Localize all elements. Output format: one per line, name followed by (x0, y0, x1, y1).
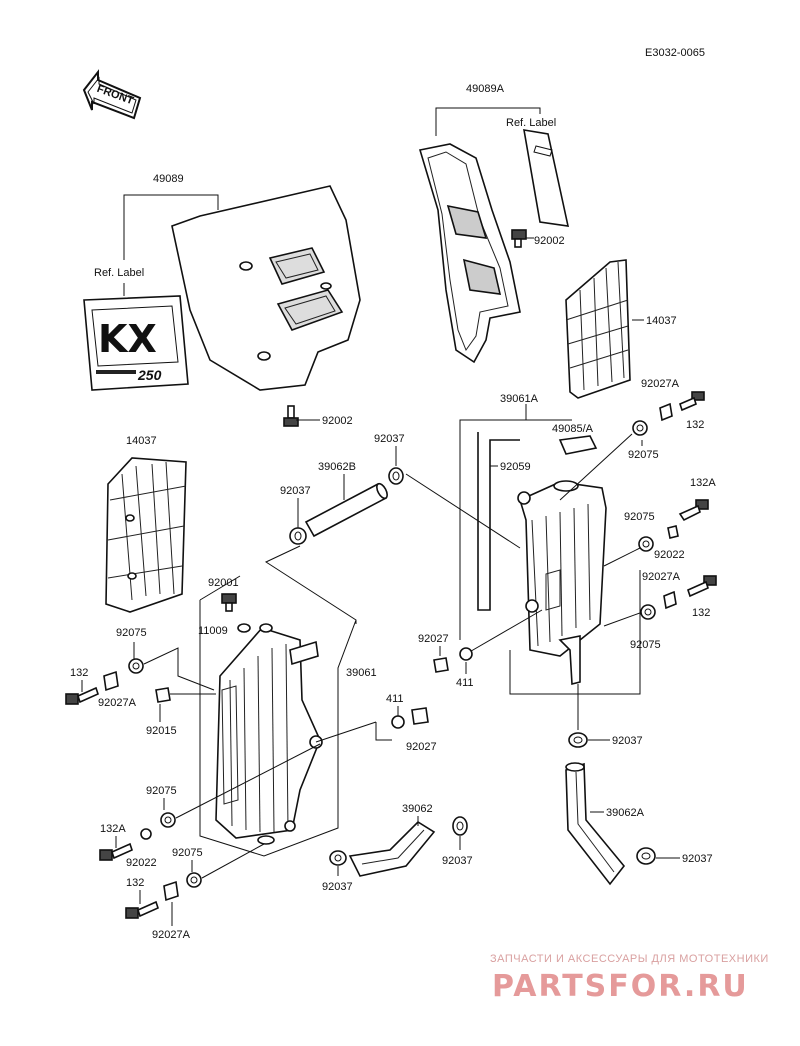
label-132-left: 132 (70, 667, 88, 679)
label-132-bottom-left: 132 (126, 877, 144, 889)
clamp-92037-bottom-right (636, 847, 656, 865)
label-39062B: 39062B (318, 461, 356, 473)
label-92037-bottom-right: 92037 (682, 853, 713, 865)
bolt-92002-left (283, 405, 299, 427)
label-49089-ref: Ref. Label (94, 267, 144, 279)
radiator-right (517, 480, 607, 686)
label-92015: 92015 (146, 725, 177, 737)
hose-39062 (348, 820, 436, 877)
bolt-132-mid-right (687, 575, 717, 598)
hose-39062A (565, 762, 626, 886)
cap-92001 (221, 593, 237, 612)
grommet-92075-top-right (632, 420, 648, 436)
nut-92022-right (667, 525, 679, 539)
label-92075-left: 92075 (116, 627, 147, 639)
label-92075-bottom-left-2: 92075 (172, 847, 203, 859)
shroud-right (418, 143, 521, 364)
label-411-mid: 411 (386, 693, 404, 705)
label-39062: 39062 (402, 803, 433, 815)
label-92027A-left: 92027A (98, 697, 137, 709)
hose-39062B (304, 482, 388, 538)
label-92027A-bottom-left: 92027A (152, 929, 191, 941)
label-14037-left: 14037 (126, 435, 157, 447)
label-49085A: 49085/A (552, 423, 594, 435)
kx-decal: KX 250 (83, 295, 189, 391)
label-92027A-top-right: 92027A (641, 378, 680, 390)
bolt-132-bottom-left (125, 900, 159, 919)
label-11009: 11009 (198, 625, 228, 637)
label-92027A-mid-right: 92027A (642, 571, 681, 583)
bolt-132-left (65, 686, 99, 705)
label-92075-bottom-left: 92075 (146, 785, 177, 797)
decal-brand: KX (98, 317, 157, 361)
clamp-92037-left (289, 527, 307, 545)
label-39061A: 39061A (500, 393, 539, 405)
label-92022-bottom-left: 92022 (126, 857, 157, 869)
bolt-132A-right (678, 499, 709, 522)
collar-411-low (459, 647, 473, 661)
label-92075-bottom-right: 92075 (630, 639, 661, 651)
label-92027-low: 92027 (418, 633, 449, 645)
bolt-132-top-right (679, 391, 705, 412)
label-92037-bottom-2: 92037 (442, 855, 473, 867)
label-39061: 39061 (346, 667, 377, 679)
nut-92027-mid (411, 707, 429, 725)
collar-92027A-mid-right (663, 590, 677, 610)
grommet-92075-mid-right (638, 536, 654, 552)
label-132-top-right: 132 (686, 419, 704, 431)
label-132A-right: 132A (690, 477, 716, 489)
grommet-92075-bottom-right (640, 604, 656, 620)
bolt-92002-top (511, 229, 527, 248)
shroud-left (171, 185, 361, 391)
collar-92027A-top-right (659, 402, 673, 422)
label-132-mid-right: 132 (692, 607, 710, 619)
clamp-92037-bottom-2 (452, 816, 468, 836)
clamp-92037-right (568, 732, 588, 748)
label-92002-left: 92002 (322, 415, 353, 427)
grommet-92075-left (128, 658, 144, 674)
label-92075-top-right: 92075 (628, 449, 659, 461)
label-39062A: 39062A (606, 807, 645, 819)
label-92001: 92001 (208, 577, 239, 589)
radiator-left (215, 623, 323, 845)
label-92037-bottom-1: 92037 (322, 881, 353, 893)
decal-model: 250 (137, 367, 162, 383)
label-14037-right: 14037 (646, 315, 677, 327)
guard-14037-right (565, 259, 631, 399)
label-49089A: 49089A (466, 83, 505, 95)
label-411-low: 411 (456, 677, 474, 689)
clamp-92037-mid (388, 467, 404, 485)
grommet-92075-bottom-left (160, 812, 176, 828)
label-49089A-ref: Ref. Label (506, 117, 556, 129)
washer-11009 (237, 623, 251, 633)
label-92037-left: 92037 (280, 485, 311, 497)
clip-92015 (155, 687, 171, 703)
label-49089: 49089 (153, 173, 184, 185)
watermark-tagline: ЗАПЧАСТИ И АКСЕССУАРЫ ДЛЯ МОТОТЕХНИКИ (490, 953, 769, 965)
label-92027-mid: 92027 (406, 741, 437, 753)
diagram-code: E3032-0065 (645, 47, 705, 59)
nut-92022-bottom-left (140, 828, 152, 840)
guard-14037-left (105, 457, 187, 613)
label-92022-right: 92022 (654, 549, 685, 561)
label-132A-bottom-left: 132A (100, 823, 126, 835)
bolt-132A-bottom-left (99, 842, 133, 861)
label-92037-mid: 92037 (374, 433, 405, 445)
nut-92027-low (433, 657, 449, 673)
collar-92027A-left (103, 670, 119, 692)
grommet-92075-bottom-left-2 (186, 872, 202, 888)
label-92075-mid-right: 92075 (624, 511, 655, 523)
label-92002-top: 92002 (534, 235, 565, 247)
front-arrow-icon: FRONT (82, 69, 142, 120)
label-92037-right: 92037 (612, 735, 643, 747)
watermark-brand: PARTSFOR.RU (492, 969, 749, 1004)
label-92059: 92059 (500, 461, 531, 473)
collar-92027A-bottom-left (163, 880, 179, 902)
clamp-92037-bottom-1 (329, 850, 347, 866)
collar-411-mid (391, 715, 405, 729)
